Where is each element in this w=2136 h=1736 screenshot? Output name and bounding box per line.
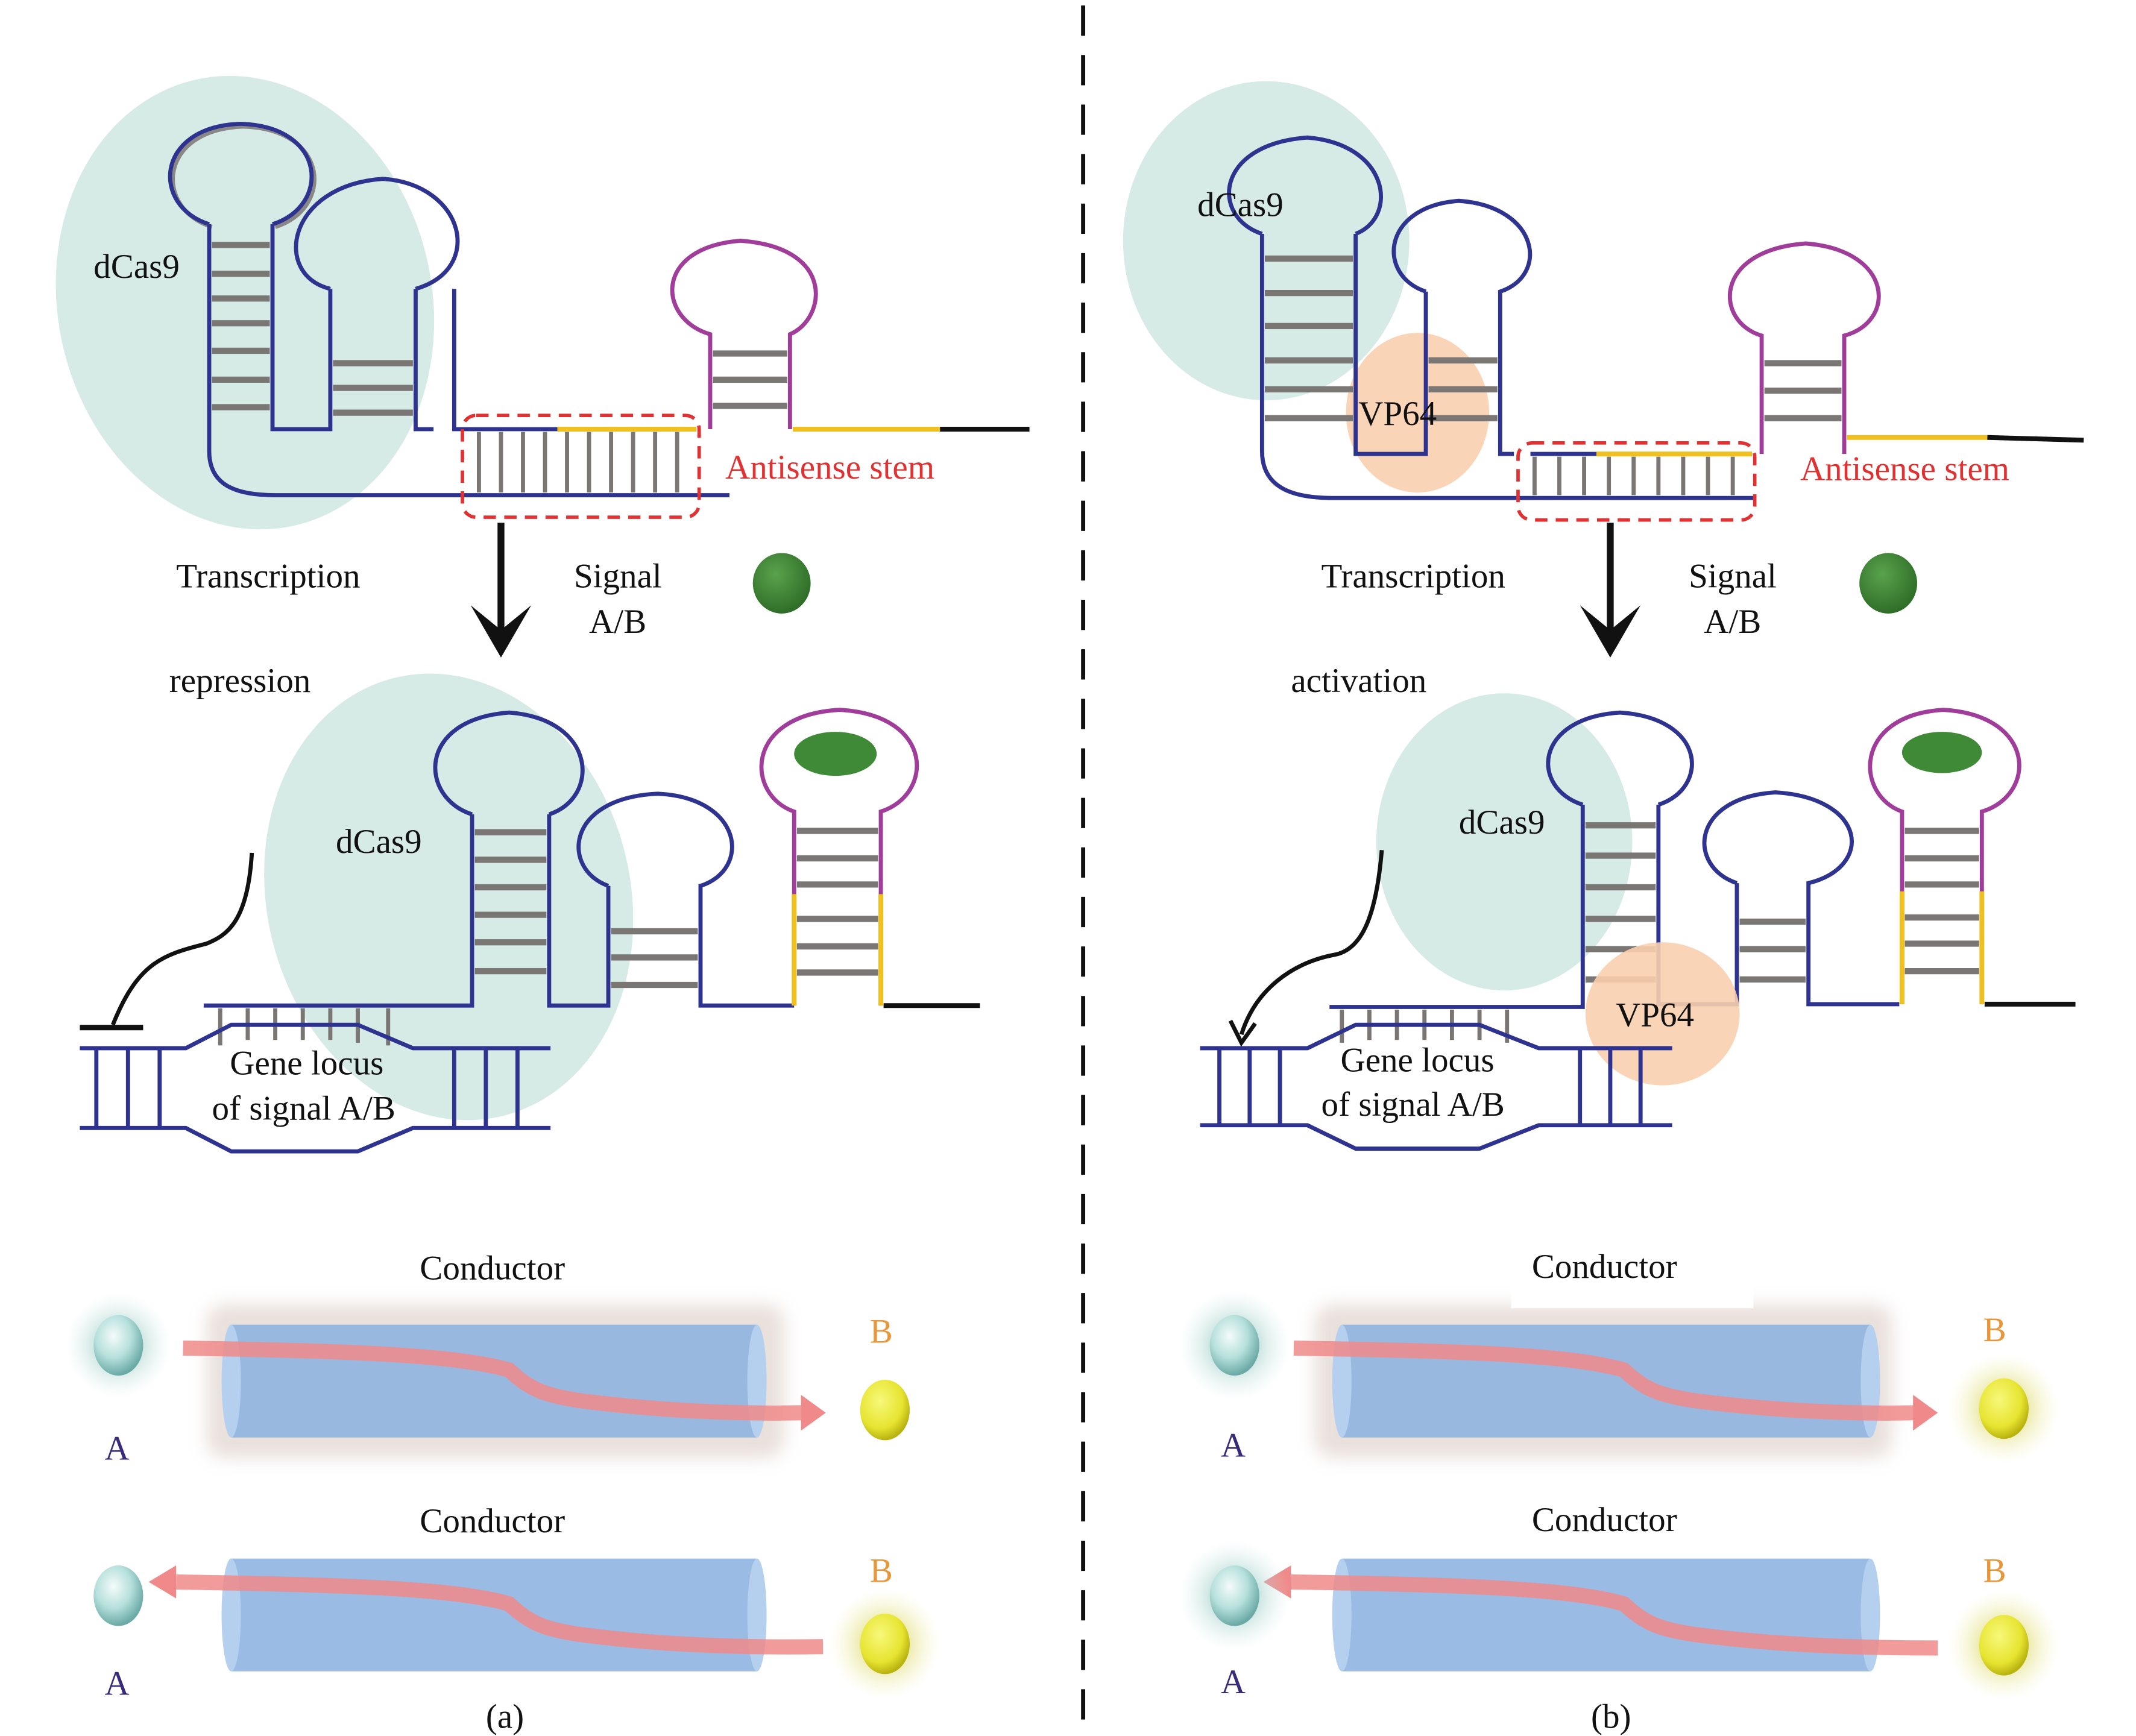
panel-a: dCas9 Antisense stem Transcription repre…	[55, 75, 1030, 1735]
node-b	[860, 1613, 910, 1675]
conductor-cylinder	[231, 1558, 757, 1672]
activation-arrow-icon	[1239, 850, 1384, 1036]
activation-label: activation	[1291, 662, 1426, 700]
gene-locus-label-line2: of signal A/B	[212, 1090, 395, 1128]
node-b	[1979, 1615, 2029, 1676]
bound-signal-molecule	[1901, 732, 1982, 773]
antisense-highlight-box	[1516, 441, 1757, 522]
antisense-stem-label: Antisense stem	[1800, 450, 2009, 488]
gene-locus-label-line1: Gene locus	[1341, 1042, 1495, 1080]
current-arrow	[1293, 1340, 1917, 1421]
signal-label-line2: A/B	[1704, 603, 1761, 641]
node-b-label: B	[1983, 1552, 2006, 1590]
dcas9-label: dCas9	[336, 823, 422, 861]
dcas9-blob	[55, 75, 435, 530]
conductor-bottom-a: Conductor A B	[93, 1502, 940, 1703]
sgrna-construct-bound-a: dCas9 Gene locus of signal A/B	[80, 673, 980, 1154]
signal-molecule-icon	[752, 553, 811, 614]
current-arrow	[183, 1340, 805, 1421]
sgrna-construct-top-b: dCas9 VP64 Antisense stem	[1123, 81, 2084, 522]
node-b-label: B	[1983, 1311, 2006, 1349]
rna-hairpin-2	[294, 177, 460, 291]
conductor-top-b: Conductor A B	[1179, 1248, 2059, 1465]
signal-label-line2: A/B	[589, 603, 646, 641]
node-a-label: A	[1221, 1663, 1246, 1701]
signal-label-line1: Signal	[1689, 557, 1777, 595]
current-arrow	[175, 1574, 824, 1655]
conductor-cylinder	[1341, 1558, 1871, 1672]
current-arrow	[1291, 1574, 1938, 1656]
panel-b: dCas9 VP64 Antisense stem Transcription …	[1123, 81, 2084, 1735]
node-b	[1979, 1378, 2029, 1439]
dcas9-blob	[1376, 693, 1633, 991]
aptamer-hairpin	[670, 238, 818, 430]
bound-signal-molecule	[794, 732, 877, 776]
rna-hairpin-1	[168, 121, 314, 227]
gene-locus-label-line1: Gene locus	[230, 1044, 383, 1082]
node-b-label: B	[870, 1312, 893, 1350]
dcas9-blob	[1123, 81, 1410, 401]
node-b-label: B	[870, 1552, 893, 1590]
node-a-label: A	[104, 1429, 129, 1467]
node-a	[93, 1315, 143, 1376]
antisense-stem-label: Antisense stem	[725, 448, 934, 486]
conductor-cylinder	[231, 1324, 757, 1438]
node-b	[860, 1379, 910, 1441]
gene-locus-dna	[80, 1022, 551, 1154]
vp64-label: VP64	[1616, 996, 1694, 1034]
node-a	[93, 1565, 143, 1626]
sgrna-construct-bound-b: dCas9 VP64 Gene locus of signal A/B	[1200, 693, 2076, 1151]
conductor-cylinder	[1341, 1324, 1871, 1438]
repression-inhibitor-icon	[111, 852, 254, 1026]
transcription-label: Transcription	[1322, 557, 1505, 595]
vp64-label: VP64	[1358, 395, 1437, 433]
panel-caption: (b)	[1591, 1697, 1631, 1735]
node-a	[1209, 1315, 1259, 1376]
repression-label: repression	[169, 662, 311, 700]
conductor-label: Conductor	[420, 1502, 565, 1540]
gene-locus-label-line2: of signal A/B	[1322, 1086, 1505, 1124]
signal-molecule-icon	[1859, 553, 1918, 614]
conductor-label: Conductor	[1532, 1248, 1677, 1286]
dcas9-label: dCas9	[1459, 804, 1545, 841]
dcas9-label: dCas9	[93, 248, 180, 286]
panel-caption: (a)	[486, 1697, 524, 1735]
transcription-label: Transcription	[176, 557, 360, 595]
sgrna-construct-top-a: dCas9 Antisense stem	[55, 75, 1030, 530]
gene-locus-dna	[1200, 1022, 1672, 1151]
conductor-label: Conductor	[420, 1249, 565, 1287]
signal-label-line1: Signal	[574, 557, 662, 595]
transcription-arrow-b	[1580, 523, 1641, 658]
node-a-label: A	[104, 1665, 129, 1703]
conductor-bottom-b: Conductor A B	[1179, 1501, 2059, 1701]
node-a-label: A	[1221, 1427, 1246, 1465]
transcription-arrow-a	[470, 523, 532, 658]
antisense-highlight-box	[461, 414, 701, 519]
conductor-label: Conductor	[1532, 1501, 1677, 1539]
conductor-top-a: Conductor A B	[66, 1249, 910, 1467]
dcas9-label: dCas9	[1197, 186, 1284, 224]
node-a	[1209, 1565, 1259, 1626]
